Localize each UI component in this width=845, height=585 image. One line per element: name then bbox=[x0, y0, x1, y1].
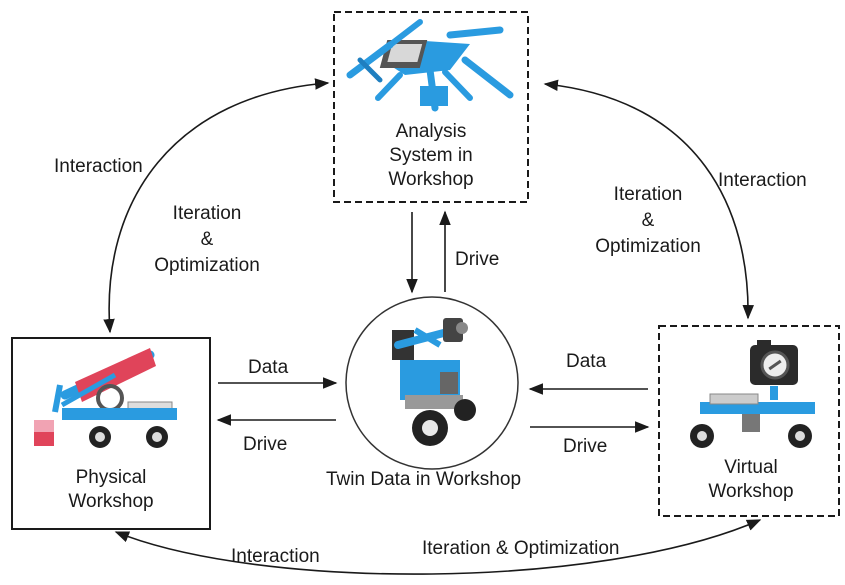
top-left-iter-line3: Optimization bbox=[154, 255, 260, 276]
analysis-label-line1: Analysis bbox=[395, 121, 467, 142]
top-left-iteration-label: Iteration & Optimization bbox=[132, 201, 282, 279]
arc-top-left bbox=[103, 78, 330, 334]
virtual-twin-drive-label: Drive bbox=[563, 436, 608, 457]
arc-top-right bbox=[543, 79, 754, 320]
physical-twin-drive-label: Drive bbox=[243, 434, 288, 455]
virtual-box bbox=[658, 325, 840, 517]
twin-label: Twin Data in Workshop bbox=[326, 469, 522, 490]
twin-circle bbox=[345, 296, 519, 470]
physical-label: Physical Workshop bbox=[40, 466, 182, 514]
virtual-label-line2: Workshop bbox=[708, 481, 794, 502]
virtual-robot-icon bbox=[690, 340, 815, 448]
top-right-iteration-label: Iteration & Optimization bbox=[572, 182, 724, 260]
physical-box bbox=[11, 337, 211, 530]
analysis-label-line3: Workshop bbox=[388, 169, 474, 190]
bottom-iteration-label: Iteration & Optimization bbox=[422, 538, 620, 559]
physical-label-line2: Workshop bbox=[68, 491, 154, 512]
analysis-robot-icon bbox=[346, 19, 514, 112]
analysis-label-line2: System in bbox=[389, 145, 473, 166]
top-right-iter-line3: Optimization bbox=[595, 236, 701, 257]
virtual-label-line1: Virtual bbox=[724, 457, 778, 478]
top-left-iter-line1: Iteration bbox=[172, 203, 242, 224]
top-left-iter-line2: & bbox=[200, 229, 214, 250]
top-left-interaction-label: Interaction bbox=[54, 156, 143, 177]
physical-label-line1: Physical bbox=[75, 467, 147, 488]
physical-robot-icon bbox=[34, 348, 177, 448]
virtual-twin-data-label: Data bbox=[566, 351, 607, 372]
bottom-interaction-label: Interaction bbox=[231, 546, 320, 567]
twin-robot-icon bbox=[392, 318, 476, 446]
arc-bottom bbox=[114, 519, 762, 575]
analysis-twin-drive-label: Drive bbox=[455, 249, 500, 270]
top-right-interaction-label: Interaction bbox=[718, 170, 807, 191]
top-right-iter-line1: Iteration bbox=[613, 184, 683, 205]
top-right-iter-line2: & bbox=[641, 210, 655, 231]
analysis-box bbox=[333, 11, 529, 203]
physical-twin-data-label: Data bbox=[248, 357, 289, 378]
virtual-label: Virtual Workshop bbox=[680, 456, 822, 504]
analysis-label: Analysis System in Workshop bbox=[360, 120, 502, 192]
